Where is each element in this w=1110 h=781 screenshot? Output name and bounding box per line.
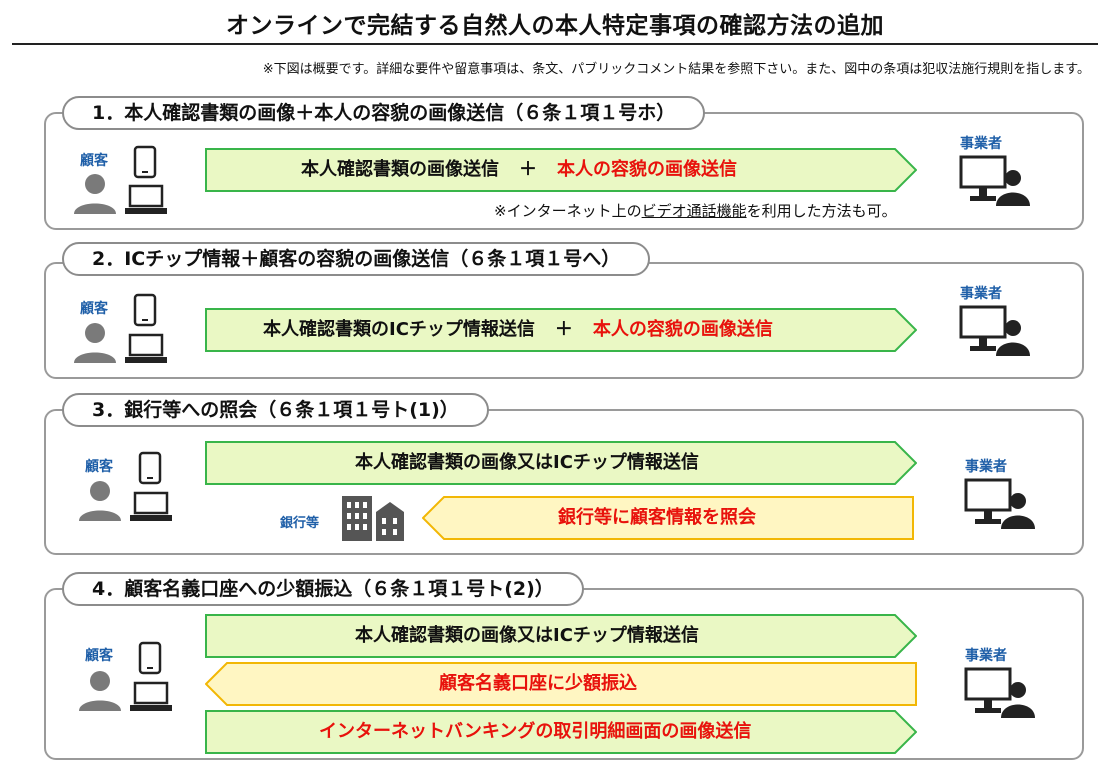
flow-arrow-right: インターネットバンキングの取引明細画面の画像送信	[205, 710, 917, 754]
flow-arrow-right: 本人確認書類の画像又はICチップ情報送信	[205, 614, 917, 658]
computer-user-icon	[959, 305, 1030, 356]
customer-label: 顧客	[80, 153, 108, 169]
business-label: 事業者	[965, 459, 1007, 475]
person-icon	[74, 323, 116, 363]
arrow-text-highlight: 本人の容貌の画像送信	[592, 319, 773, 340]
method-2-tab: 2．ICチップ情報＋顧客の容貌の画像送信（６条１項１号へ）	[62, 242, 651, 276]
smartphone-icon	[138, 641, 162, 675]
business-label: 事業者	[965, 648, 1007, 664]
computer-user-icon	[964, 667, 1035, 718]
business-label: 事業者	[960, 286, 1002, 302]
video-call-note: ※インターネット上のビデオ通話機能を利用した方法も可。	[494, 202, 897, 220]
smartphone-icon	[133, 145, 157, 179]
smartphone-icon	[138, 451, 162, 485]
flow-arrow-right: 本人確認書類の画像送信 ＋ 本人の容貌の画像送信	[205, 148, 917, 192]
method-4-tab: 4．顧客名義口座への少額振込（６条１項１号ト(2)）	[62, 572, 584, 606]
person-icon	[74, 174, 116, 214]
plus-sign: ＋	[554, 319, 573, 340]
arrow-text: 本人確認書類の画像又はICチップ情報送信	[355, 452, 699, 473]
smartphone-icon	[133, 293, 157, 327]
laptop-icon	[130, 491, 172, 521]
laptop-icon	[125, 184, 167, 214]
arrow-text: 本人確認書類の画像送信	[301, 159, 499, 180]
customer-label: 顧客	[80, 301, 108, 317]
bank-label: 銀行等	[280, 516, 320, 531]
flow-arrow-left: 顧客名義口座に少額振込	[205, 662, 917, 706]
plus-sign: ＋	[519, 159, 537, 180]
arrow-text-highlight: 銀行等に顧客情報を照会	[558, 507, 756, 528]
customer-label: 顧客	[85, 459, 113, 475]
business-label: 事業者	[960, 136, 1002, 152]
laptop-icon	[130, 681, 172, 711]
arrow-text: 本人確認書類のICチップ情報送信	[263, 319, 535, 340]
flow-arrow-right: 本人確認書類の画像又はICチップ情報送信	[205, 441, 917, 485]
customer-label: 顧客	[85, 648, 113, 664]
person-icon	[79, 671, 121, 711]
overview-note: ※下図は概要です。詳細な要件や留意事項は、条文、パブリックコメント結果を参照下さ…	[262, 62, 1090, 77]
method-3-tab: 3．銀行等への照会（６条１項１号ト(1)）	[62, 393, 489, 427]
laptop-icon	[125, 333, 167, 363]
arrow-text-highlight: インターネットバンキングの取引明細画面の画像送信	[319, 721, 752, 742]
computer-user-icon	[964, 478, 1035, 529]
bank-building-icon	[342, 496, 404, 541]
title-underline	[12, 43, 1098, 45]
arrow-text-highlight: 顧客名義口座に少額振込	[439, 673, 637, 694]
method-1-tab: 1．本人確認書類の画像＋本人の容貌の画像送信（６条１項１号ホ）	[62, 96, 706, 130]
page-title: オンラインで完結する自然人の本人特定事項の確認方法の追加	[226, 13, 884, 39]
arrow-text: 本人確認書類の画像又はICチップ情報送信	[355, 625, 699, 646]
flow-arrow-left: 銀行等に顧客情報を照会	[422, 496, 914, 540]
person-icon	[79, 481, 121, 521]
flow-arrow-right: 本人確認書類のICチップ情報送信 ＋ 本人の容貌の画像送信	[205, 308, 917, 352]
arrow-text-highlight: 本人の容貌の画像送信	[557, 159, 737, 180]
computer-user-icon	[959, 155, 1030, 206]
